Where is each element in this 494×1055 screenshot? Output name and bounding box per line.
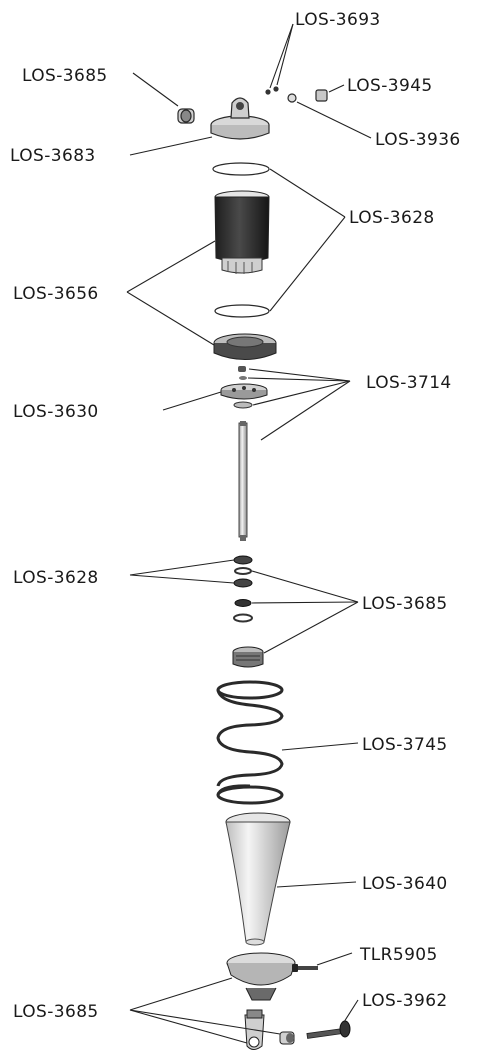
shock-body bbox=[214, 190, 270, 274]
label-los-3745: LOS-3745 bbox=[362, 735, 448, 755]
label-los-3628-top: LOS-3628 bbox=[349, 208, 435, 228]
shock-cartridge-cap bbox=[232, 646, 264, 668]
label-los-3685-top: LOS-3685 bbox=[22, 66, 108, 86]
label-los-3683: LOS-3683 bbox=[10, 146, 96, 166]
label-los-3714: LOS-3714 bbox=[366, 373, 452, 393]
shock-rod-end bbox=[244, 1009, 265, 1050]
cap-bushing bbox=[177, 108, 195, 124]
mount-bolt bbox=[306, 1020, 351, 1039]
cap-oring bbox=[287, 93, 297, 103]
cup-screw bbox=[292, 964, 318, 972]
label-los-3693: LOS-3693 bbox=[295, 10, 381, 30]
piston bbox=[220, 383, 268, 400]
label-tlr5905: TLR5905 bbox=[359, 945, 438, 965]
piston-clip-small bbox=[238, 366, 247, 380]
label-los-3630: LOS-3630 bbox=[13, 402, 99, 422]
upper-oring bbox=[212, 162, 270, 176]
cap-nut bbox=[315, 89, 328, 102]
label-los-3685-bot: LOS-3685 bbox=[13, 1002, 99, 1022]
label-los-3945: LOS-3945 bbox=[347, 76, 433, 96]
shock-spring bbox=[216, 680, 284, 805]
label-los-3962: LOS-3962 bbox=[362, 991, 448, 1011]
lower-spring-cup bbox=[226, 952, 296, 1001]
shock-shaft bbox=[238, 421, 248, 541]
label-los-3656: LOS-3656 bbox=[13, 284, 99, 304]
shock-cap bbox=[210, 97, 270, 140]
label-los-3628-mid: LOS-3628 bbox=[13, 568, 99, 588]
piston-washer bbox=[233, 401, 253, 409]
label-los-3936: LOS-3936 bbox=[375, 130, 461, 150]
label-los-3640: LOS-3640 bbox=[362, 874, 448, 894]
label-los-3685-mid: LOS-3685 bbox=[362, 594, 448, 614]
bleed-screws bbox=[265, 86, 279, 95]
spring-collar bbox=[213, 333, 277, 360]
seal-stack bbox=[233, 555, 253, 623]
rod-end-bushing bbox=[279, 1031, 295, 1045]
shock-boot bbox=[225, 812, 291, 946]
leader-lines bbox=[126, 23, 372, 1044]
lower-oring bbox=[214, 304, 270, 318]
